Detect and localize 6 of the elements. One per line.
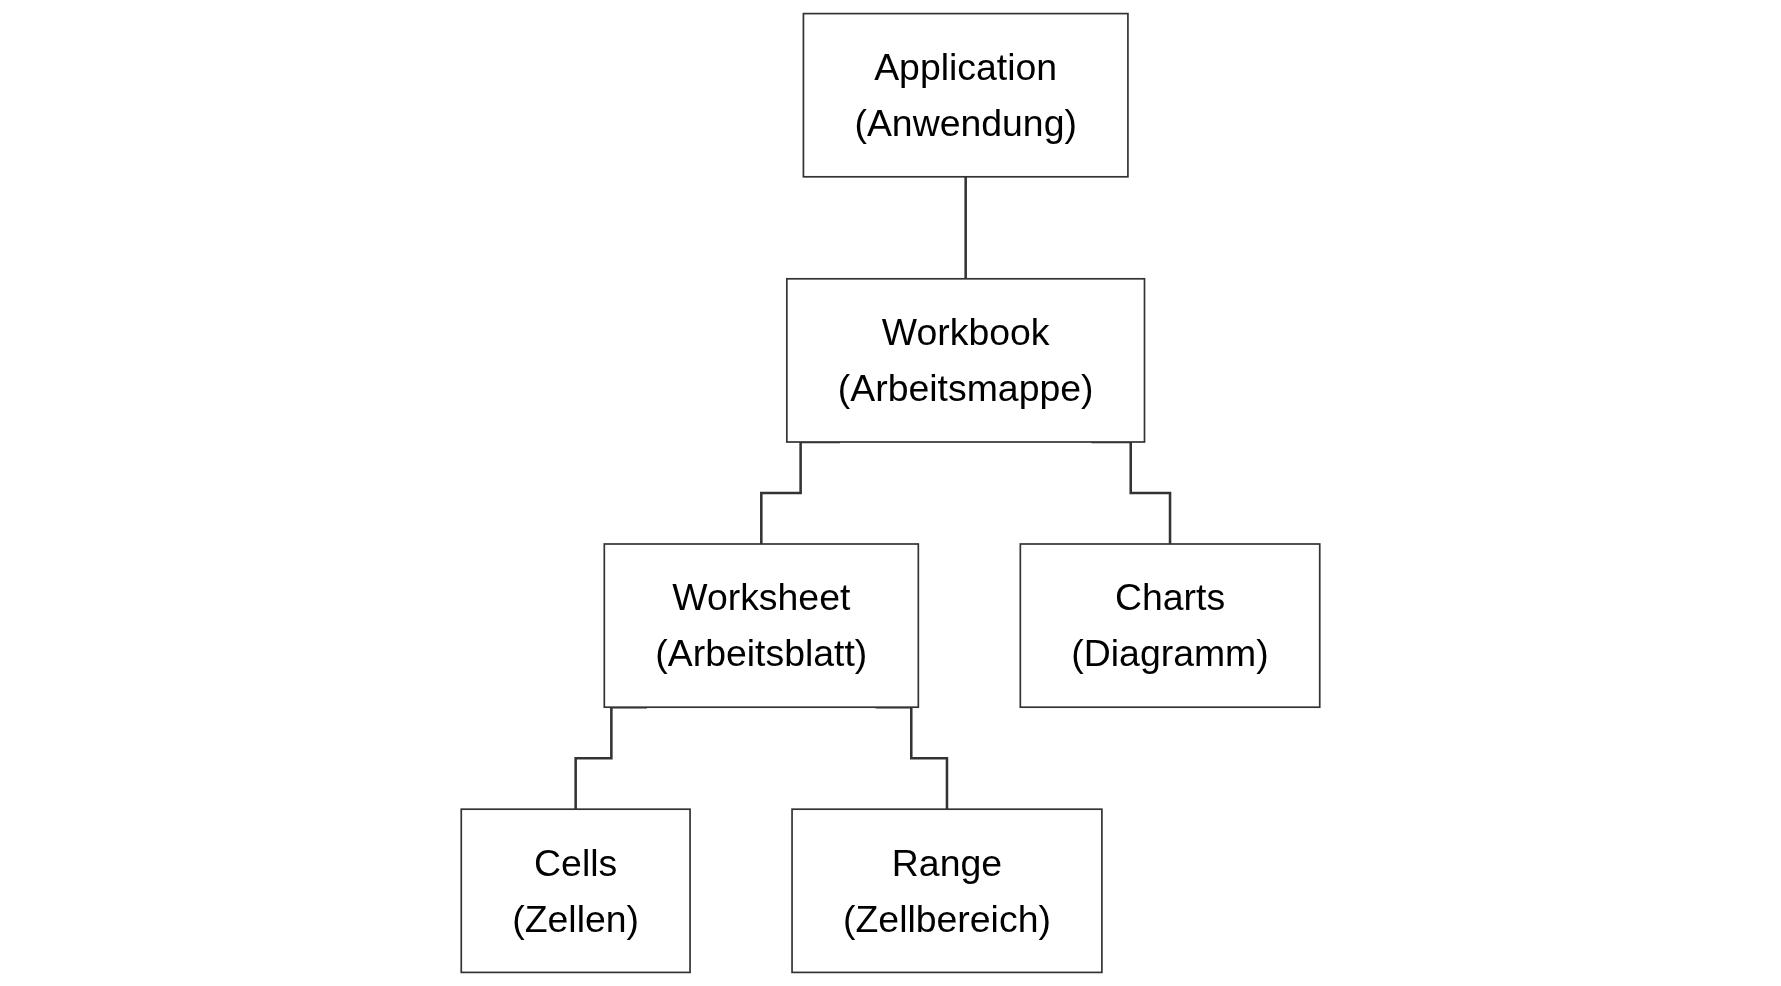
node-box: Workbook (Arbeitsmappe) — [786, 277, 1146, 443]
node-box: Cells (Zellen) — [460, 808, 691, 974]
node-box: Range (Zellbereich) — [791, 808, 1103, 974]
node-box: Worksheet (Arbeitsblatt) — [603, 543, 920, 709]
node-box: Application (Anwendung) — [802, 12, 1129, 178]
node-box: Charts (Diagramm) — [1019, 543, 1321, 709]
